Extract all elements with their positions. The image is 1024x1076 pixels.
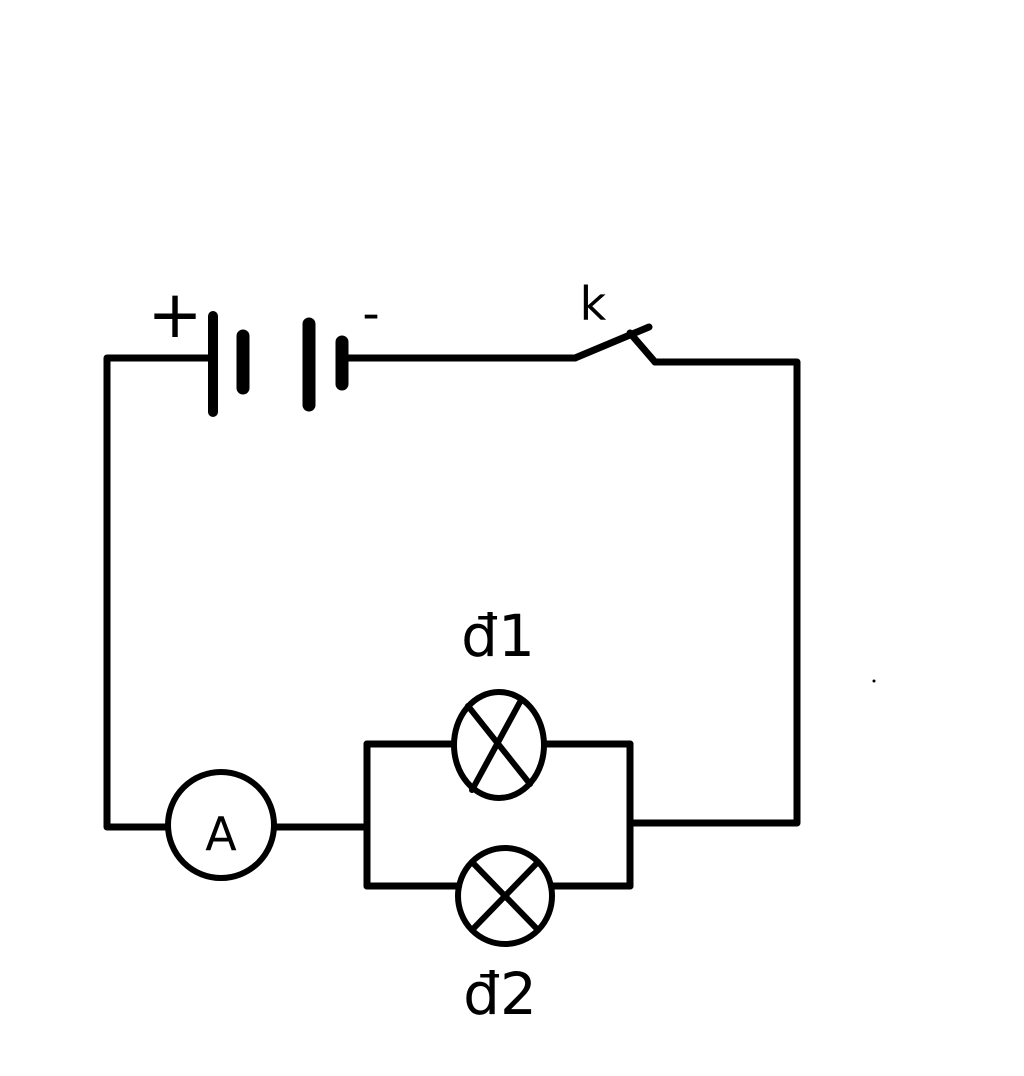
wires <box>103 354 801 831</box>
lamp-2-cross-b <box>469 859 541 933</box>
switch-label: k <box>580 277 607 331</box>
lamp-2-label: đ2 <box>463 960 537 1028</box>
battery-symbol <box>208 311 349 417</box>
ammeter-circle <box>165 769 277 881</box>
parallel-branch <box>363 740 634 890</box>
lamp-1-symbol <box>451 689 547 801</box>
lamp-1-label: đ1 <box>461 602 535 670</box>
ammeter-symbol <box>165 769 277 881</box>
stray-dot <box>872 679 876 683</box>
lamp-1-cross-b <box>469 699 523 793</box>
ammeter-label: A <box>205 807 237 861</box>
switch-symbol <box>571 323 659 366</box>
battery-positive-label: + <box>147 276 202 353</box>
switch-blade <box>571 323 653 362</box>
lamp-2-symbol <box>455 845 555 947</box>
battery-negative-label: - <box>362 286 379 342</box>
wire-switch-to-right <box>628 358 801 827</box>
wire-left-top <box>103 354 214 831</box>
switch-contact <box>626 329 659 366</box>
